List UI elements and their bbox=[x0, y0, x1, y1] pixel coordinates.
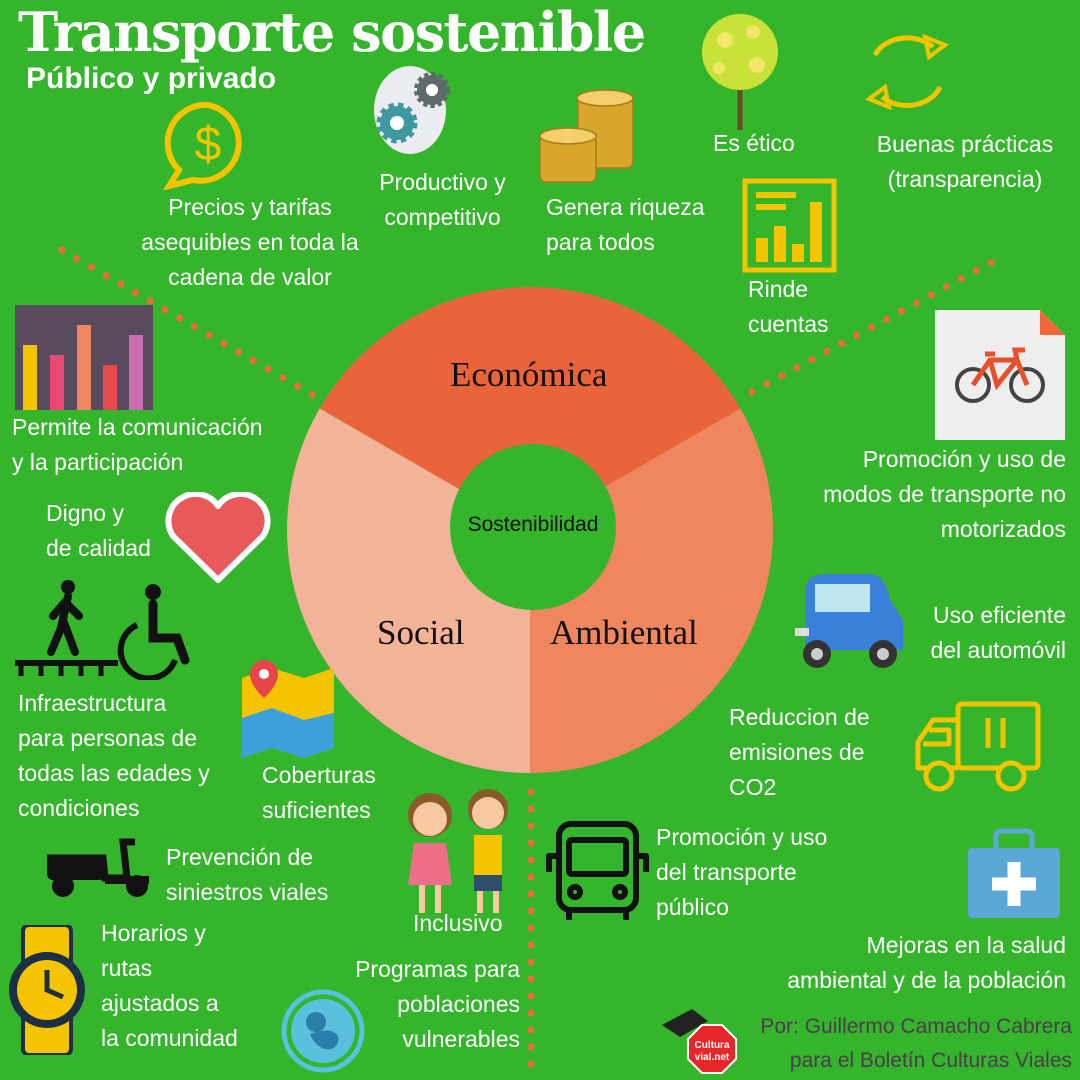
sustainability-ring bbox=[287, 287, 773, 773]
social-item-label: Horarios y rutas ajustados a la comunida… bbox=[101, 920, 238, 1051]
environmental-item-label: Uso eficiente del automóvil bbox=[930, 602, 1066, 663]
social-item-label: Prevención de siniestros viales bbox=[166, 844, 329, 905]
economic-item-label: Precios y tarifas asequibles en toda la … bbox=[141, 194, 359, 290]
gears-icon bbox=[374, 66, 450, 154]
economic-segment bbox=[319, 287, 741, 530]
accessibility-icon bbox=[15, 580, 190, 680]
medkit-icon bbox=[968, 828, 1060, 918]
dollar-speech-icon: $ bbox=[163, 101, 242, 190]
raised-hands-icon bbox=[15, 305, 153, 410]
scooter-icon bbox=[47, 838, 149, 897]
svg-text:$: $ bbox=[195, 118, 222, 171]
cycle-arrows-icon bbox=[865, 33, 950, 111]
social-item-label: Infraestructura para personas de todas l… bbox=[18, 690, 210, 821]
economic-item-label: Buenas prácticas (transparencia) bbox=[876, 131, 1054, 192]
core-label: Sostenibilidad bbox=[467, 513, 599, 536]
bus-icon bbox=[546, 821, 649, 920]
social-item-label: Digno y de calidad bbox=[46, 500, 151, 561]
core-circle bbox=[450, 444, 616, 610]
economic-label: Económica bbox=[450, 355, 608, 394]
environmental-item-label: Promoción y uso del transporte público bbox=[656, 824, 828, 920]
divider-economic-social bbox=[58, 246, 322, 402]
children-icon bbox=[408, 789, 508, 913]
bicycle-icon bbox=[935, 310, 1065, 440]
truck-icon bbox=[915, 701, 1041, 792]
page-subtitle: Público y privado bbox=[26, 62, 277, 95]
environmental-item-label: Reduccion de emisiones de CO2 bbox=[729, 704, 870, 800]
map-icon bbox=[242, 660, 334, 758]
svg-text:Cultura: Cultura bbox=[695, 1040, 730, 1051]
tree-icon bbox=[702, 14, 778, 130]
social-item-label: Inclusivo bbox=[413, 910, 503, 936]
economic-item-label: Es ético bbox=[713, 130, 795, 156]
environmental-item-label: Mejoras en la salud ambiental y de la po… bbox=[787, 932, 1066, 993]
bar-chart-icon bbox=[742, 178, 837, 273]
social-item-label: Programas para poblaciones vulnerables bbox=[355, 956, 520, 1052]
cultura-vial-logo: Cultura vial.net bbox=[662, 1009, 737, 1074]
svg-text:vial.net: vial.net bbox=[695, 1052, 730, 1063]
divider-economic-environmental bbox=[748, 251, 1009, 396]
economic-item-label: Productivo y competitivo bbox=[379, 169, 506, 230]
social-label: Social bbox=[377, 613, 465, 652]
car-icon bbox=[795, 574, 903, 668]
coins-icon bbox=[539, 89, 634, 183]
page-title: Transporte sostenible bbox=[18, 0, 646, 64]
watch-icon bbox=[9, 925, 85, 1055]
environmental-item-label: Promoción y uso de modos de transporte n… bbox=[823, 446, 1066, 542]
author-credit: Por: Guillermo Camacho Cabrera para el B… bbox=[760, 1015, 1072, 1072]
economic-item-label: Genera riqueza para todos bbox=[546, 194, 705, 255]
social-item-label: Coberturas suficientes bbox=[262, 762, 376, 823]
economic-item-label: Rinde cuentas bbox=[748, 276, 829, 337]
social-item-label: Permite la comunicación y la participaci… bbox=[12, 414, 263, 475]
heart-icon bbox=[165, 492, 271, 583]
baby-icon bbox=[281, 989, 365, 1073]
environmental-label: Ambiental bbox=[550, 613, 698, 652]
